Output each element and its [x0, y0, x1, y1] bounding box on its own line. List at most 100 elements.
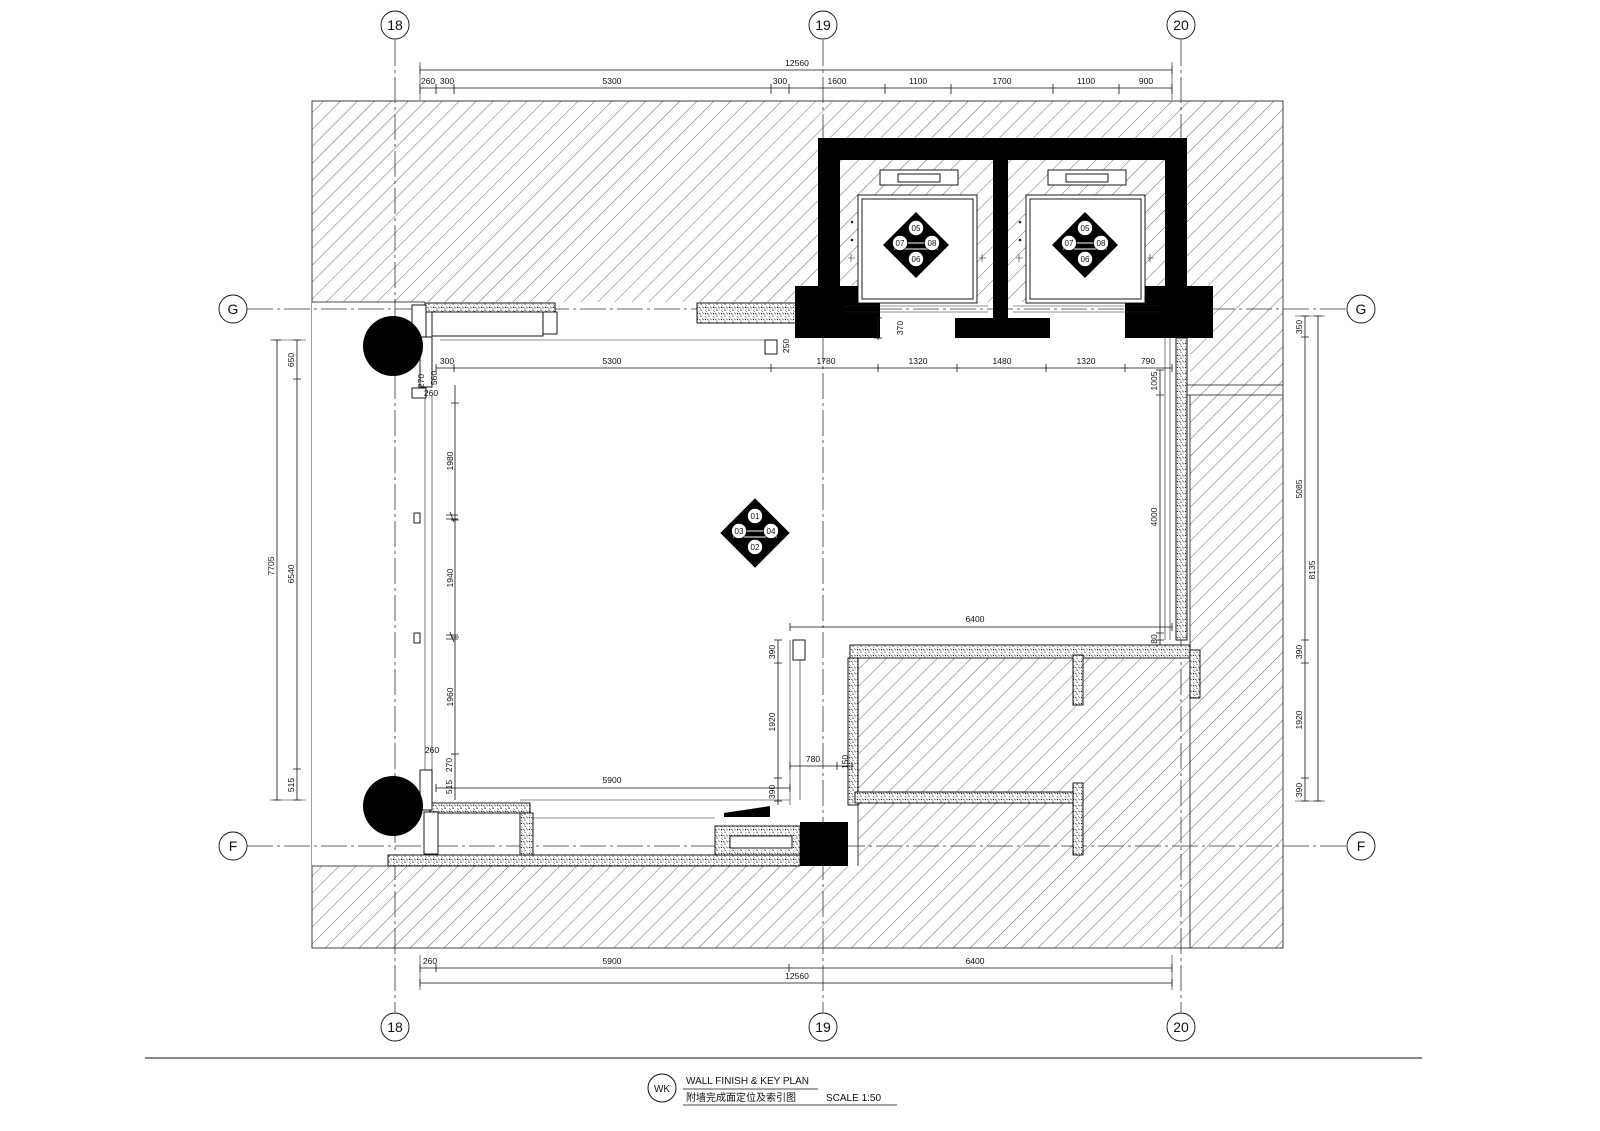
dim-top-segment: 260 [421, 76, 435, 86]
dim-line-room-bottom [435, 784, 791, 792]
wall-cabinet-top [431, 311, 544, 337]
wall-bottom-left [429, 802, 531, 814]
callout-label-top: 01 [751, 512, 760, 521]
callout-label-bottom: 06 [912, 255, 921, 264]
wall-top-mid [696, 302, 798, 324]
dim-inner-top: 5300 [603, 356, 622, 366]
dim-bottom-segment: 5900 [603, 956, 622, 966]
dim-left-segment: 650 [286, 353, 296, 367]
dim-inner-top: 1480 [993, 356, 1012, 366]
dim-mid-vertical: 390 [767, 785, 777, 799]
grid-bubble-19-top: 19 [815, 17, 831, 33]
wall-upper-stub [1072, 654, 1084, 706]
column-lower [363, 776, 423, 836]
title-block: WK WALL FINISH & KEY PLAN 附墙完成面定位及索引图 SC… [145, 1057, 1422, 1106]
elevation-callout-room: 01 04 02 03 [720, 498, 790, 568]
wall-bottom-block-opening [729, 835, 793, 849]
lift-jamb-middle [955, 318, 1050, 338]
callout-label-right: 08 [1097, 239, 1106, 248]
grid-bubbles: 18 19 20 18 19 20 G G F F [218, 10, 1376, 1042]
callout-label-bottom: 06 [1081, 255, 1090, 264]
dim-left-inner-bottom: 260 [425, 745, 439, 755]
grid-bubble-19-bottom: 19 [815, 1019, 831, 1035]
column-trim-bottom-b [423, 811, 439, 855]
callout-label-bottom: 02 [751, 543, 760, 552]
dim-top-segment: 900 [1139, 76, 1153, 86]
callout-label-left: 03 [735, 527, 744, 536]
wall-right-stub [1189, 649, 1201, 699]
grid-bubble-20-bottom: 20 [1173, 1019, 1189, 1035]
dim-line-mid-width [789, 623, 1173, 631]
dim-lift-door: 370 [895, 321, 905, 335]
dim-left-segment: 6540 [286, 564, 296, 583]
dim-left-inner: 1960 [445, 687, 455, 706]
dim-bottom-segment: 260 [423, 956, 437, 966]
drawing-symbol: WK [654, 1084, 670, 1095]
dim-line-inner-top [435, 364, 1173, 372]
dim-mid-vertical: 1920 [767, 712, 777, 731]
dim-inner-top: 300 [440, 356, 454, 366]
wall-mid-horizontal [849, 644, 1191, 659]
callout-label-right: 04 [767, 527, 776, 536]
dim-top-total: 12560 [785, 58, 809, 68]
wall-cabinet-end [542, 311, 558, 335]
dim-top-segment: 1100 [909, 76, 928, 86]
wall-bottom [387, 854, 801, 867]
dim-right-inner: 80 [1149, 634, 1159, 644]
dimension-texts: 12560 260 300 5300 300 1600 1100 1700 11… [266, 58, 1317, 981]
wall-marker [413, 512, 421, 524]
column-trim-top-b [419, 336, 433, 388]
dim-bottom-segment: 6400 [966, 956, 985, 966]
dim-line-left-inner [451, 385, 459, 800]
dim-top-segment: 1100 [1077, 76, 1096, 86]
dim-inner-top: 1780 [817, 356, 836, 366]
dim-extension-top [419, 62, 1173, 100]
wall-mid-vertical [847, 657, 859, 806]
elevation-callout-lift-1: 05 08 06 07 [883, 212, 949, 278]
dim-inner-top: 1320 [1077, 356, 1096, 366]
grid-bubble-f-right: F [1357, 838, 1366, 854]
dim-line-right-inner [1156, 369, 1164, 645]
wall-top-left [424, 302, 556, 313]
wall-lower-horizontal [854, 791, 1084, 804]
dim-extension-left [270, 339, 306, 801]
dim-left-inner: 1980 [445, 451, 455, 470]
callout-label-left: 07 [896, 239, 905, 248]
callout-label-right: 08 [928, 239, 937, 248]
dim-left-inner: 1940 [445, 568, 455, 587]
threshold-wedge [724, 806, 770, 817]
dim-top-segment: 1600 [828, 76, 847, 86]
dim-inner-top: 790 [1141, 356, 1155, 366]
dim-mid-width: 6400 [966, 614, 985, 624]
dim-left-inner-bottom: 270 [444, 758, 454, 772]
dim-mid-small: 780 [806, 754, 820, 764]
wall-bottom-left-return [519, 812, 534, 856]
dim-right-segment: 350 [1294, 320, 1304, 334]
dim-extension-right [1295, 315, 1325, 802]
drawing-symbol-circle [647, 1073, 677, 1103]
dim-top-segment: 300 [440, 76, 454, 86]
break-marks [446, 511, 458, 643]
column-upper [363, 316, 423, 376]
column-trim-bottom-a [419, 769, 433, 811]
dimension-lines [270, 62, 1325, 990]
wall-right [1175, 337, 1188, 641]
callout-label-top: 05 [912, 224, 921, 233]
dim-left-total: 7705 [266, 556, 276, 575]
callout-label-top: 05 [1081, 224, 1090, 233]
lift-shaft-walls [818, 138, 1187, 318]
grid-bubble-g-right: G [1356, 301, 1367, 317]
grid-bubble-g-left: G [228, 301, 239, 317]
dim-line-lift-door [874, 317, 882, 340]
dim-inner-top: 1320 [909, 356, 928, 366]
dim-right-inner: 1005 [1149, 371, 1159, 390]
dim-top-segment: 300 [773, 76, 787, 86]
dim-extension-bottom [419, 955, 1173, 990]
grid-bubble-f-left: F [229, 838, 238, 854]
dim-top-segment: 5300 [603, 76, 622, 86]
wall-alcove-end [792, 639, 806, 661]
dim-inner-top-left: 270 [416, 374, 426, 388]
column-trim-top-c [411, 387, 427, 399]
lift-core [795, 138, 1213, 338]
wall-marker [413, 632, 421, 644]
